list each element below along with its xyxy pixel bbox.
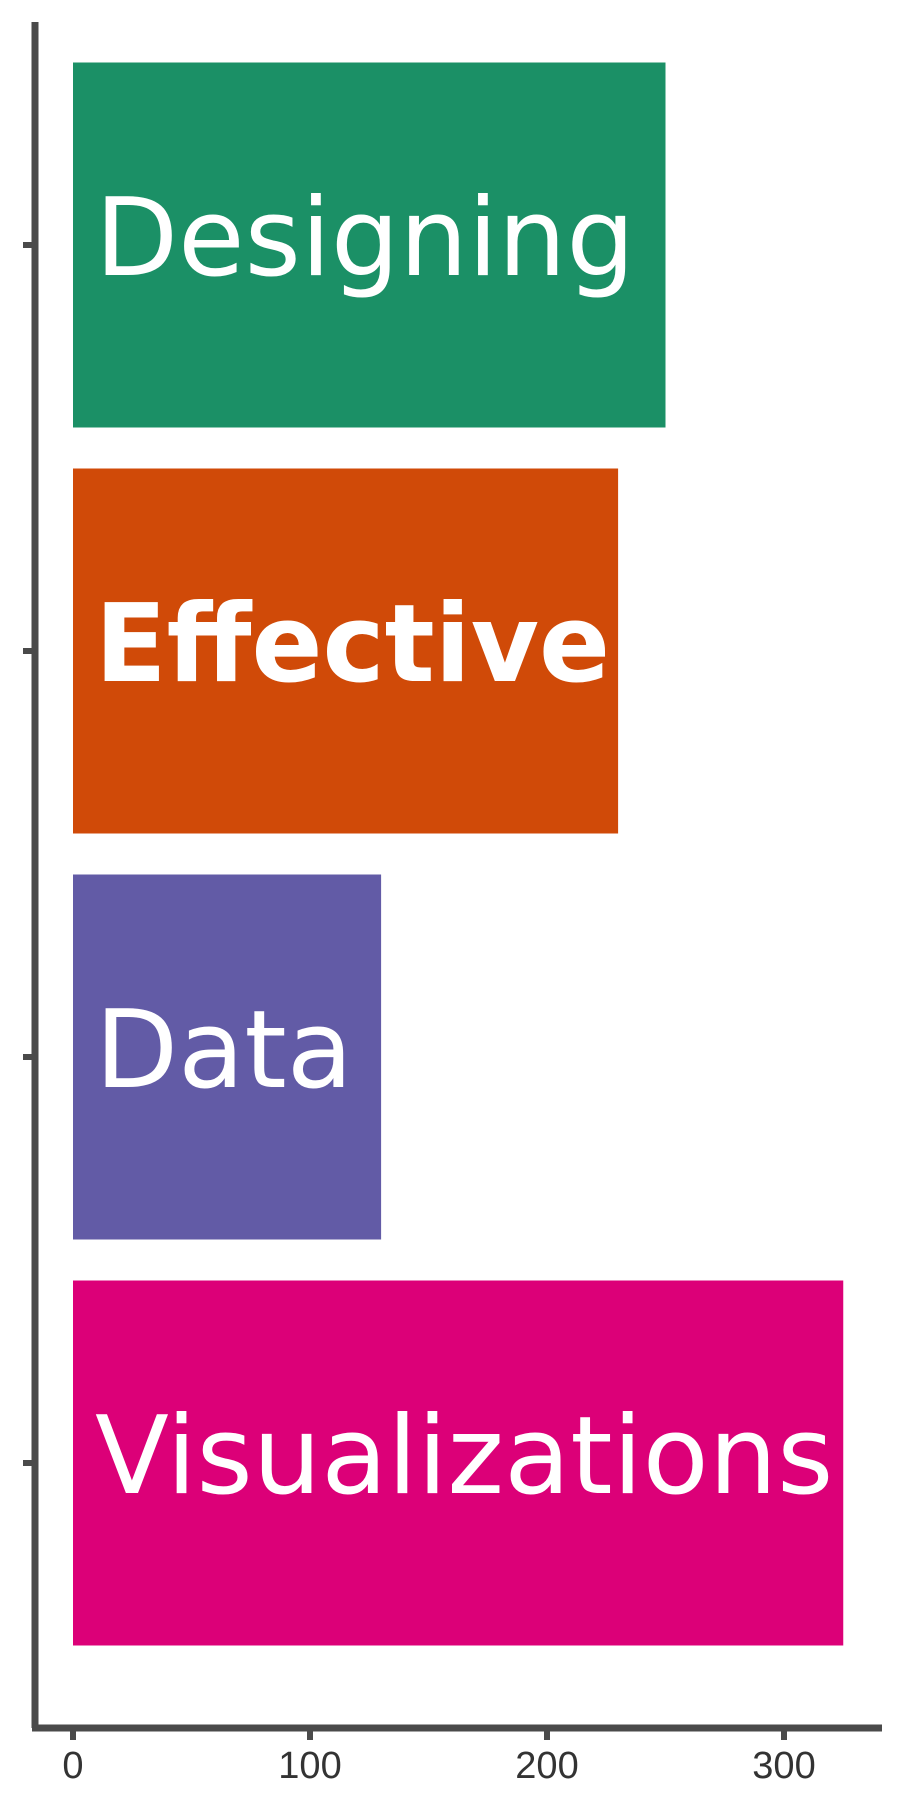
bar-data — [73, 874, 382, 1240]
bars-layer — [73, 62, 844, 1646]
axes-layer: 0 100 200 300 — [23, 22, 882, 1787]
bar-designing — [73, 62, 666, 428]
x-tick-label: 300 — [752, 1745, 815, 1787]
x-tick-label: 0 — [62, 1745, 83, 1787]
bar-label-visualizations: Visualizations — [95, 1394, 833, 1519]
bar-visualizations — [73, 1280, 844, 1646]
bar-label-data: Data — [95, 988, 353, 1113]
bar-effective — [73, 468, 619, 834]
x-tick-label: 100 — [278, 1745, 341, 1787]
bar-label-designing: Designing — [95, 176, 635, 301]
x-tick-label: 200 — [515, 1745, 578, 1787]
bar-label-effective: Effective — [95, 582, 610, 707]
